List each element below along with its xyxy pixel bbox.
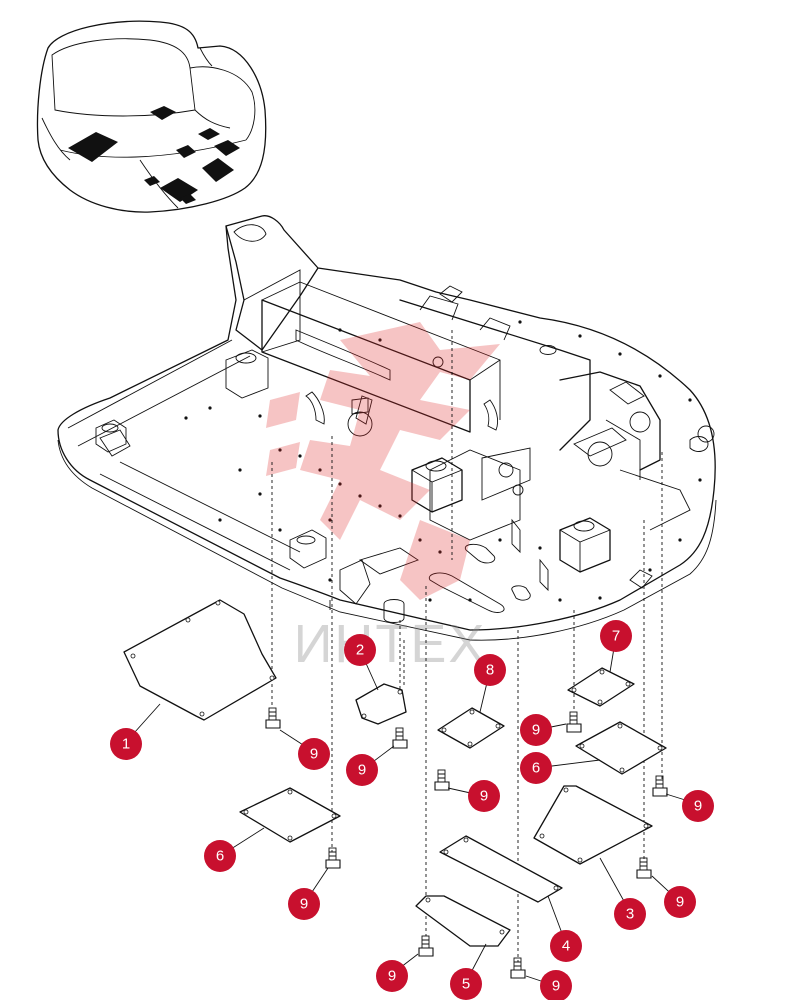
callout-9-f-label: 9 — [300, 896, 308, 913]
cover-plate-3 — [533, 785, 653, 865]
bolt-8 — [418, 935, 434, 957]
callout-9-c-label: 9 — [480, 788, 488, 805]
callout-9-e-label: 9 — [694, 798, 702, 815]
cover-plate-2 — [355, 683, 407, 725]
machine-overview-inset — [36, 20, 267, 213]
callout-4: 4 — [550, 930, 582, 962]
callout-6-right-label: 6 — [532, 760, 540, 777]
callout-9-b: 9 — [346, 754, 378, 786]
bolt-2 — [392, 727, 408, 749]
cover-plate-1 — [123, 599, 277, 721]
callout-3: 3 — [614, 898, 646, 930]
frame-holes — [184, 320, 702, 602]
callout-1-label: 1 — [122, 736, 130, 753]
bolt-5 — [652, 775, 668, 797]
callout-5: 5 — [450, 968, 482, 1000]
bolts — [265, 707, 668, 979]
cover-plate-6-left — [239, 787, 341, 843]
callout-9-d: 9 — [520, 714, 552, 746]
bolt-7 — [636, 857, 652, 879]
bolt-6 — [325, 847, 341, 869]
callout-9-c: 9 — [468, 780, 500, 812]
callout-3-label: 3 — [626, 906, 634, 923]
callout-9-e: 9 — [682, 790, 714, 822]
callout-9-h: 9 — [376, 960, 408, 992]
callout-9-i-label: 9 — [552, 978, 560, 995]
callout-6-left-label: 6 — [216, 848, 224, 865]
callout-1: 1 — [110, 728, 142, 760]
cover-plate-7 — [567, 667, 635, 707]
cover-plate-8 — [437, 707, 505, 749]
callout-6-left: 6 — [204, 840, 236, 872]
callout-8: 8 — [474, 654, 506, 686]
callout-9-d-label: 9 — [532, 722, 540, 739]
callout-9-h-label: 9 — [388, 968, 396, 985]
callout-7-label: 7 — [612, 628, 620, 645]
cover-plate-4 — [439, 835, 563, 903]
callouts: 1 2 3 4 5 6 6 7 8 9 9 9 9 9 9 9 9 9 — [110, 620, 714, 1000]
callout-9-i: 9 — [540, 970, 572, 1000]
callout-2: 2 — [344, 634, 376, 666]
callout-6-right: 6 — [520, 752, 552, 784]
callout-9-g-label: 9 — [676, 894, 684, 911]
callout-9-f: 9 — [288, 888, 320, 920]
alignment-lines — [271, 330, 663, 962]
callout-7: 7 — [600, 620, 632, 652]
callout-8-label: 8 — [486, 662, 494, 679]
callout-9-a-label: 9 — [310, 746, 318, 763]
callout-4-label: 4 — [562, 938, 570, 955]
callout-9-b-label: 9 — [358, 762, 366, 779]
bolt-3 — [434, 769, 450, 791]
upper-frame — [57, 215, 717, 641]
bolt-9 — [510, 957, 526, 979]
watermark-text: ИНТЕХ — [294, 614, 487, 674]
watermark: ИНТЕХ — [266, 322, 500, 674]
callout-9-g: 9 — [664, 886, 696, 918]
bolt-1 — [265, 707, 281, 729]
callout-9-a: 9 — [298, 738, 330, 770]
cover-plate-5 — [415, 895, 511, 947]
callout-5-label: 5 — [462, 976, 470, 993]
callout-2-label: 2 — [356, 642, 364, 659]
bolt-4 — [566, 711, 582, 733]
cover-plate-6-right — [575, 721, 667, 775]
